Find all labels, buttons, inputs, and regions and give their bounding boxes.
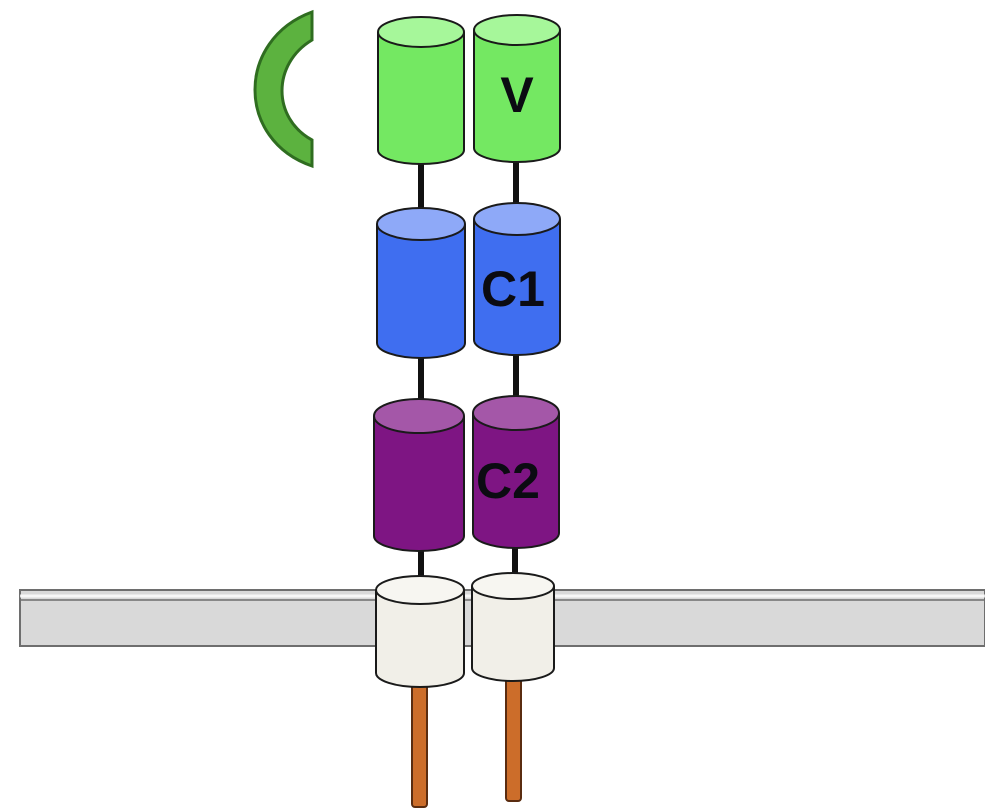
v-domain-left xyxy=(377,16,465,165)
c2-domain-left xyxy=(373,398,465,552)
cytoplasmic-tail-left xyxy=(411,679,428,808)
c1-domain-right xyxy=(473,202,561,356)
c1-domain-left xyxy=(376,207,466,359)
c2-domain-right xyxy=(472,395,560,549)
cytoplasmic-tail-right xyxy=(505,675,522,802)
transmembrane-right xyxy=(471,572,555,682)
c2-domain-label: C2 xyxy=(476,453,540,509)
ligand-crescent xyxy=(253,9,314,169)
transmembrane-left xyxy=(375,575,465,688)
cytoplasmic-tails xyxy=(411,675,522,808)
v-domain-right xyxy=(473,14,561,163)
v-domain-label: V xyxy=(500,67,534,123)
c1-domain-label: C1 xyxy=(481,261,545,317)
